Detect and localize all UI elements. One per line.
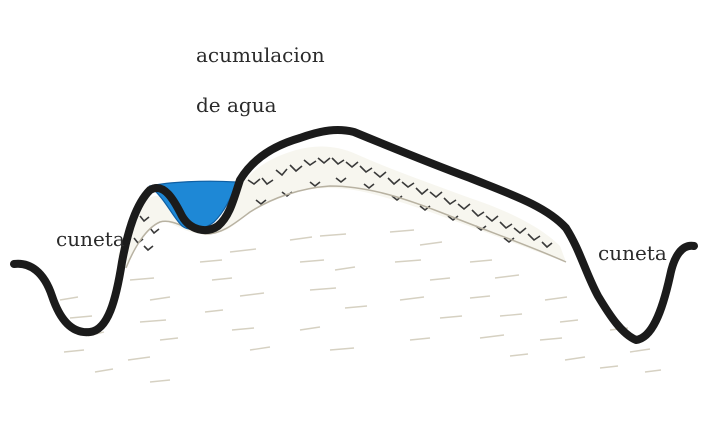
- water-label-line2: de agua: [196, 93, 277, 117]
- ditch-left-label: cuneta: [56, 227, 125, 251]
- soil-hatching: [60, 230, 661, 382]
- water-label-line1: acumulacion: [196, 43, 325, 67]
- ditch-right-label: cuneta: [598, 241, 667, 265]
